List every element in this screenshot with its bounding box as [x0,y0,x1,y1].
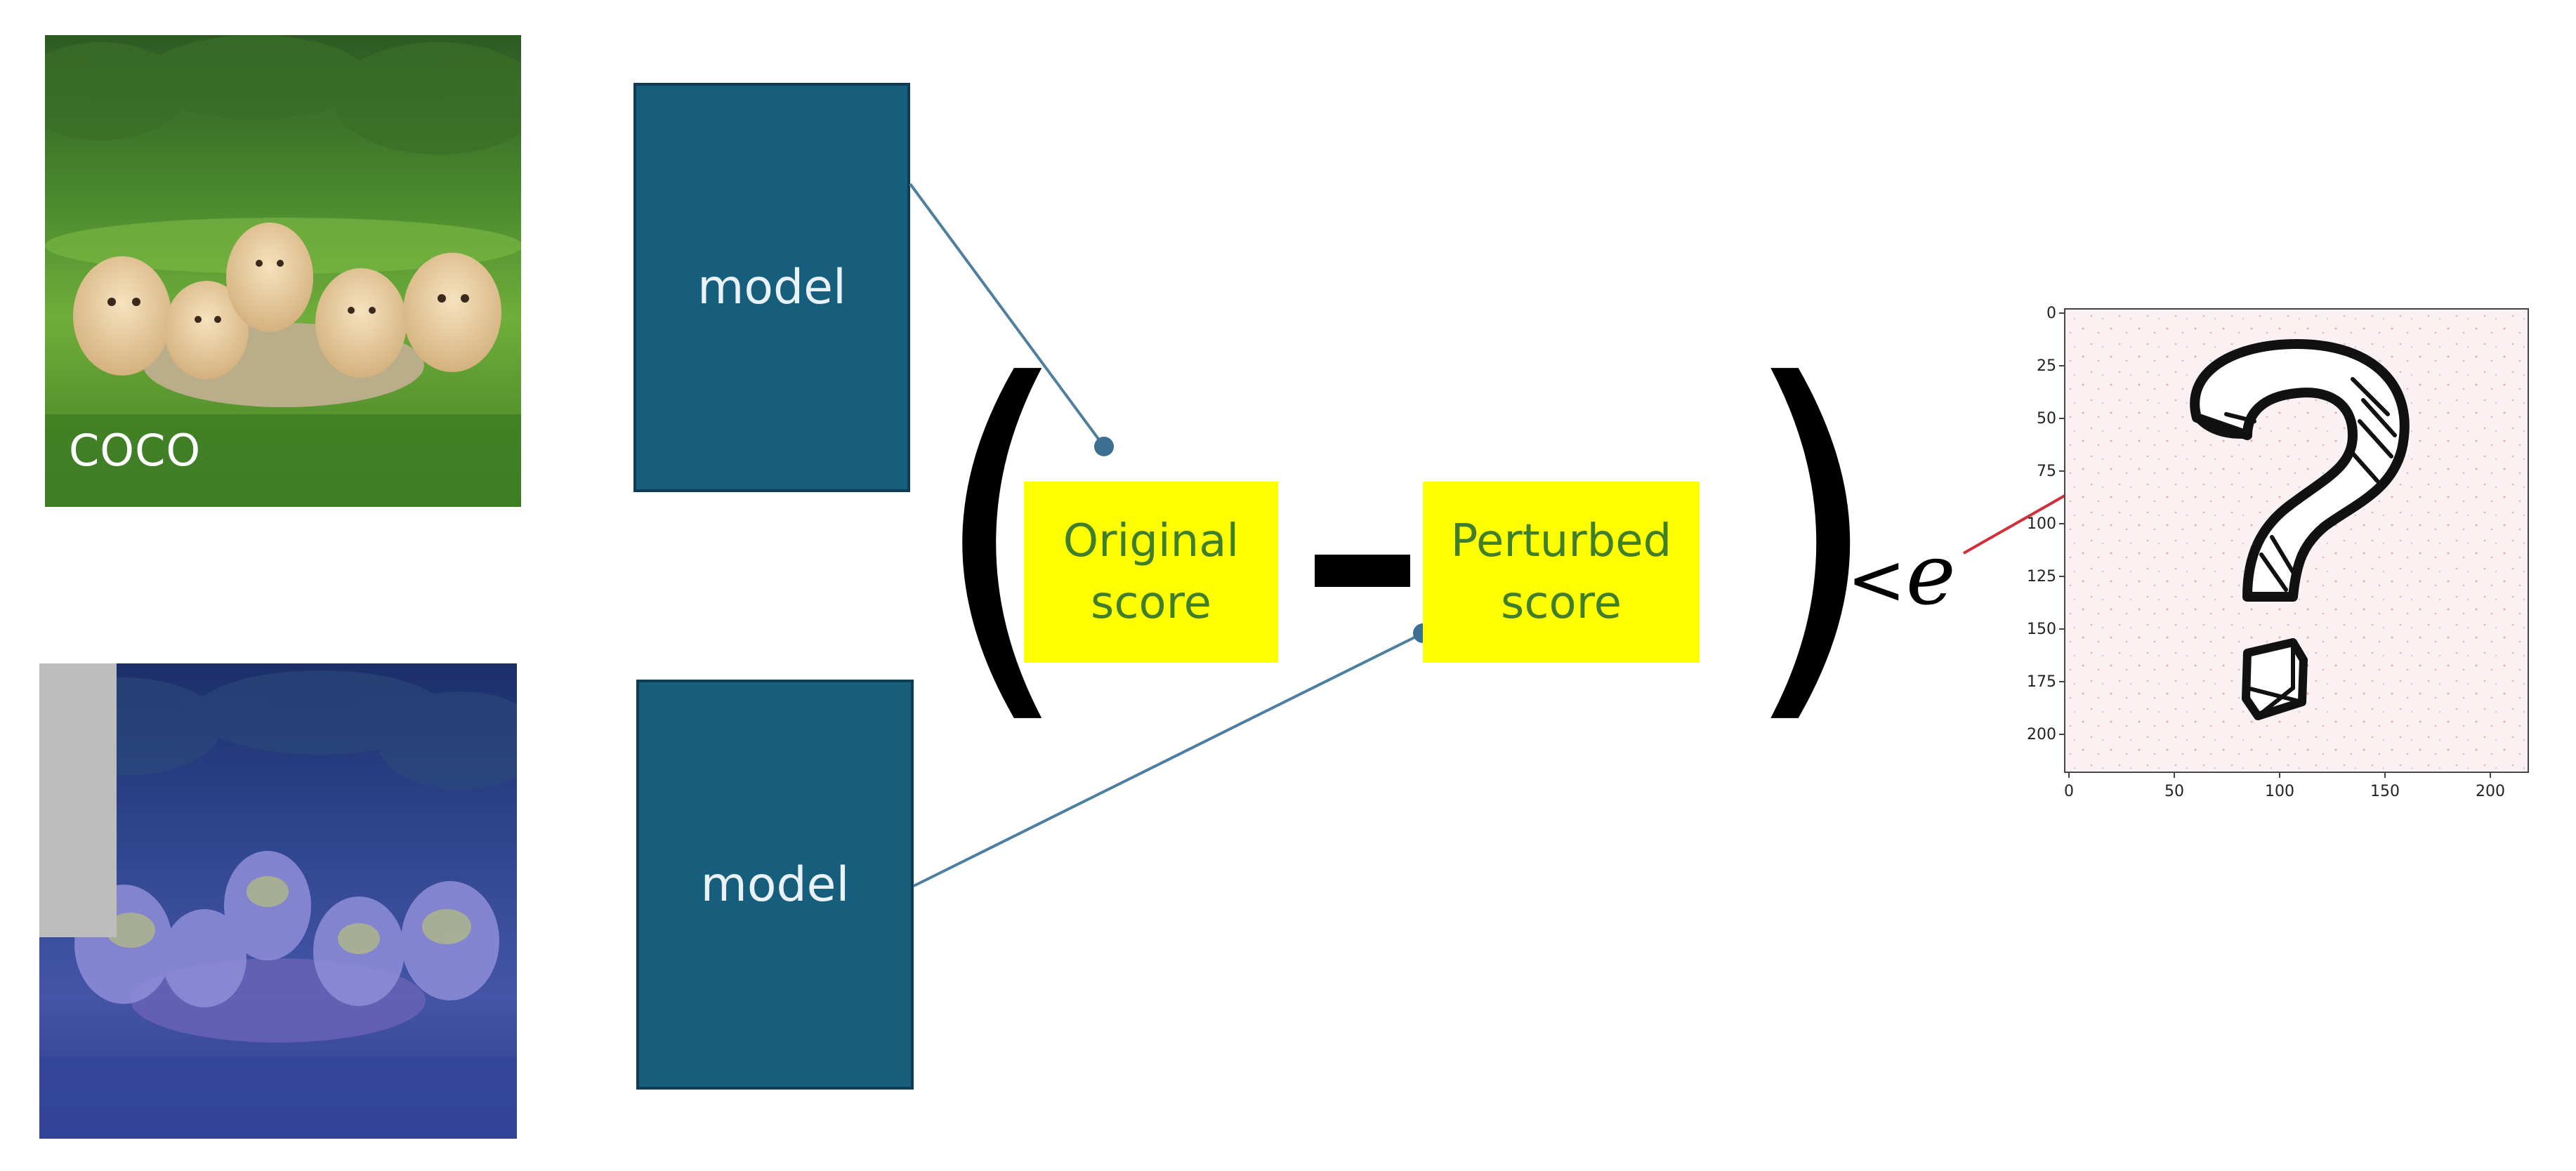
saliency-heatmap: 0 25 50 75 100 125 150 175 200 0 50 100 150 200 [2023,295,2542,814]
model-box-bottom: model [636,680,914,1090]
x-tick-label: 200 [2476,783,2505,800]
original-score-label: Original score [1063,515,1240,629]
x-tick-label: 0 [2064,783,2074,800]
y-tick-label: 75 [2037,463,2056,480]
y-tick-label: 25 [2037,357,2056,375]
dataset-label: COCO [69,425,202,476]
perturbed-score-box: Perturbed score [1423,482,1700,663]
x-axis: 0 50 100 150 200 [2064,772,2505,800]
y-tick-label: 175 [2027,673,2056,691]
y-tick-label: 150 [2027,621,2056,638]
y-axis: 0 25 50 75 100 125 150 175 200 [2027,305,2065,743]
close-parenthesis: ) [1742,302,1881,760]
model-label: model [700,856,850,913]
y-tick-label: 200 [2027,726,2056,743]
original-image [45,35,521,507]
y-tick-label: 125 [2027,568,2056,586]
model-label: model [697,260,846,315]
model-box-top: model [633,83,910,492]
x-tick-label: 100 [2265,783,2294,800]
y-tick-label: 50 [2037,410,2056,428]
x-tick-label: 50 [2164,783,2184,800]
perturbed-image [39,663,517,1139]
perturbed-score-label: Perturbed score [1450,515,1672,629]
original-score-box: Original score [1024,482,1278,663]
epsilon-symbol: e [1905,527,1956,624]
y-tick-label: 0 [2046,305,2056,322]
occlusion-patch [39,663,117,937]
less-than-sign: < [1847,538,1906,621]
question-mark-icon [2190,339,2410,720]
y-tick-label: 100 [2027,515,2056,533]
less-than-epsilon: <e [1847,534,1956,618]
minus-sign [1315,555,1410,587]
x-tick-label: 150 [2370,783,2400,800]
